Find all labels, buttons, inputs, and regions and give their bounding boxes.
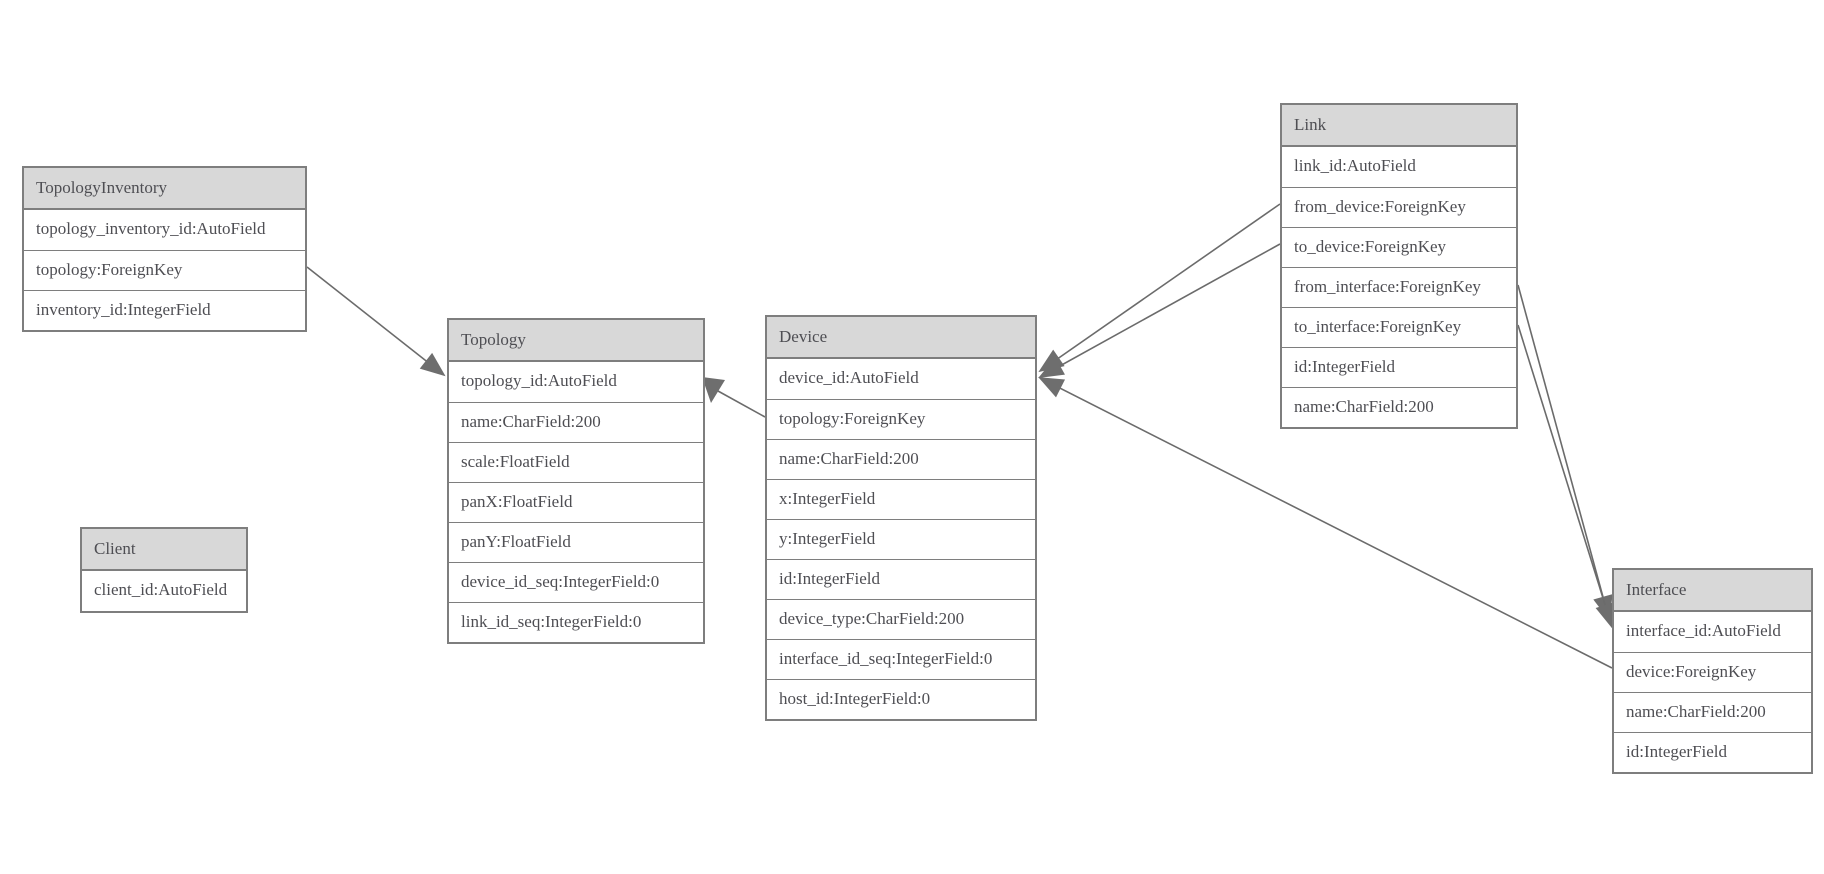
table-field-row: scale:FloatField	[449, 442, 703, 482]
device-topology-arrowhead	[702, 377, 725, 403]
table-field-row: link_id_seq:IntegerField:0	[449, 602, 703, 642]
table-field-row: to_device:ForeignKey	[1282, 227, 1516, 267]
table-field-row: interface_id:AutoField	[1626, 621, 1781, 640]
table-field-row: host_id:IntegerField:0	[767, 679, 1035, 719]
link-from-device-fk	[1038, 203, 1281, 373]
table-field-row: name:CharField:200	[449, 402, 703, 442]
interface-device-fk	[1038, 377, 1613, 669]
table-field-row: id:IntegerField	[767, 559, 1035, 599]
table-node-device: Device device_id:AutoField topology:Foreig…	[765, 315, 1037, 721]
table-node-topology: Topology topology_id:AutoField name:CharFi…	[447, 318, 705, 644]
link-to-interface-fk	[1517, 324, 1615, 629]
table-field-row: name:CharField:200	[767, 439, 1035, 479]
table-field-row: device:ForeignKey	[1614, 652, 1811, 692]
table-title-link: Link	[1282, 105, 1516, 147]
table-field-row: y:IntegerField	[767, 519, 1035, 559]
link-from-interface-fk	[1517, 284, 1613, 621]
connector-group	[306, 203, 1615, 669]
table-field-row: topology:ForeignKey	[24, 250, 305, 290]
table-field-row: topology:ForeignKey	[767, 399, 1035, 439]
table-field-row: from_device:ForeignKey	[1282, 187, 1516, 227]
table-title-topology-inventory: TopologyInventory	[24, 168, 305, 210]
table-field-row: client_id:AutoField	[94, 580, 228, 599]
table-field-row: device_id:AutoField	[779, 368, 919, 387]
device-topology-fk	[717, 390, 766, 418]
table-field-row: panX:FloatField	[449, 482, 703, 522]
table-field-row: interface_id_seq:IntegerField:0	[767, 639, 1035, 679]
table-field-row: topology_id:AutoField	[461, 371, 617, 390]
table-field-row: device_id_seq:IntegerField:0	[449, 562, 703, 602]
table-field-row: name:CharField:200	[1282, 387, 1516, 427]
table-field-row: link_id:AutoField	[1294, 156, 1416, 175]
table-node-topology-inventory: TopologyInventory topology_inventory_id:A…	[22, 166, 307, 332]
topologyinventory-topology-fk	[306, 266, 446, 377]
table-field-row: name:CharField:200	[1614, 692, 1811, 732]
table-field-row: id:IntegerField	[1282, 347, 1516, 387]
table-field-row: panY:FloatField	[449, 522, 703, 562]
table-field-row: from_interface:ForeignKey	[1282, 267, 1516, 307]
table-title-topology: Topology	[449, 320, 703, 362]
table-field-row: topology_inventory_id:AutoField	[36, 219, 266, 238]
table-field-row: id:IntegerField	[1614, 732, 1811, 772]
table-field-row: x:IntegerField	[767, 479, 1035, 519]
table-node-link: Link link_id:AutoField from_device:Foreign…	[1280, 103, 1518, 429]
table-title-client: Client	[82, 529, 246, 571]
link-to-device-fk	[1038, 243, 1281, 378]
table-title-interface: Interface	[1614, 570, 1811, 612]
table-node-client: Client client_id:AutoField	[80, 527, 248, 613]
table-field-row: device_type:CharField:200	[767, 599, 1035, 639]
table-node-interface: Interface interface_id:AutoField device:Fo…	[1612, 568, 1813, 774]
table-field-row: to_interface:ForeignKey	[1282, 307, 1516, 347]
table-title-device: Device	[767, 317, 1035, 359]
table-field-row: inventory_id:IntegerField	[24, 290, 305, 330]
